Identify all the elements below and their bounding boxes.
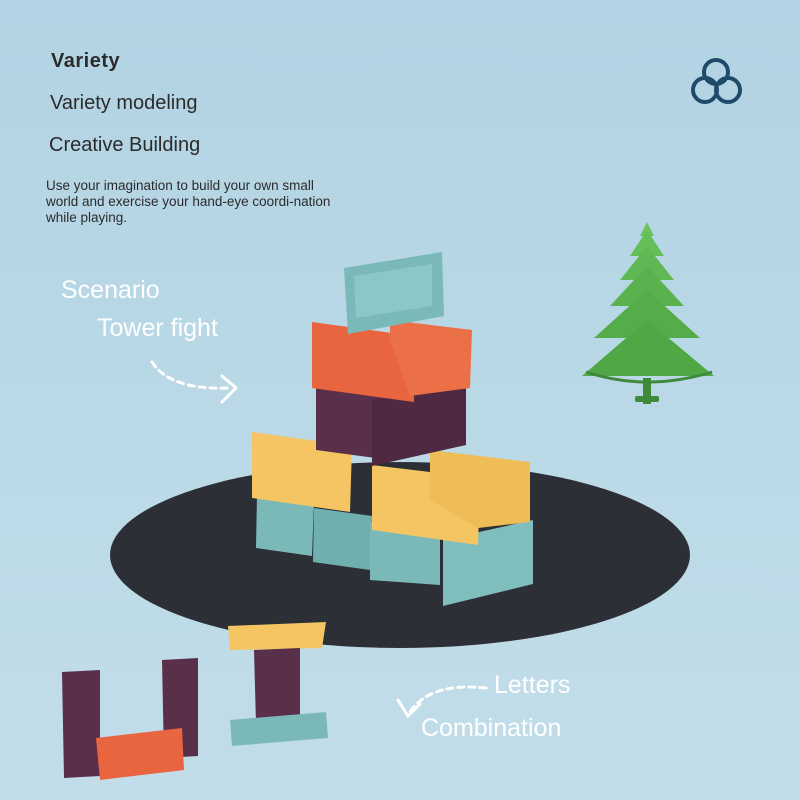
description-text: Use your imagination to build your own s… [46,178,331,225]
letter-blocks [62,622,328,780]
pine-tree-toy-icon [582,222,714,404]
caption-combination: Combination [421,714,562,742]
tower-arrow-icon [150,360,239,404]
page-title: Variety [51,50,121,72]
letters-arrow-icon [396,685,488,719]
caption-scenario: Scenario [61,276,160,304]
three-circles-logo-icon [691,58,742,104]
caption-letters: Letters [494,671,571,699]
subtitle-variety-modeling: Variety modeling [50,92,198,114]
caption-tower-fight: Tower fight [97,314,218,342]
tower-blocks [252,252,533,606]
subtitle-creative-building: Creative Building [49,134,201,156]
